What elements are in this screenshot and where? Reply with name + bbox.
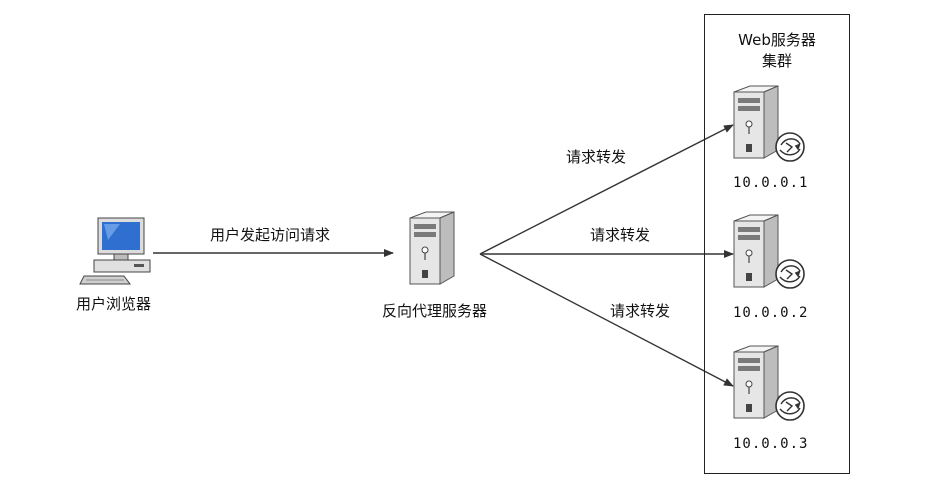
edge-forward-1 <box>479 124 734 255</box>
cluster-title-line-1: Web服务器 <box>738 31 816 49</box>
server-ip-3: 10.0.0.3 <box>733 436 809 452</box>
server-ip-1: 10.0.0.1 <box>733 175 809 191</box>
forward-edge-label-2: 请求转发 <box>590 226 651 244</box>
browser-label: 用户浏览器 <box>76 295 152 313</box>
cluster-title-line-2: 集群 <box>761 52 792 70</box>
server-ip-2: 10.0.0.2 <box>733 305 809 321</box>
server-icon <box>409 211 455 285</box>
computer-icon <box>79 217 151 285</box>
request-edge-label: 用户发起访问请求 <box>210 226 331 244</box>
forward-edge-label-1: 请求转发 <box>566 148 627 166</box>
edge-forward-3 <box>479 253 734 387</box>
web-server-cluster-frame <box>704 14 850 474</box>
proxy-label: 反向代理服务器 <box>382 302 488 320</box>
forward-edge-label-3: 请求转发 <box>610 302 671 320</box>
